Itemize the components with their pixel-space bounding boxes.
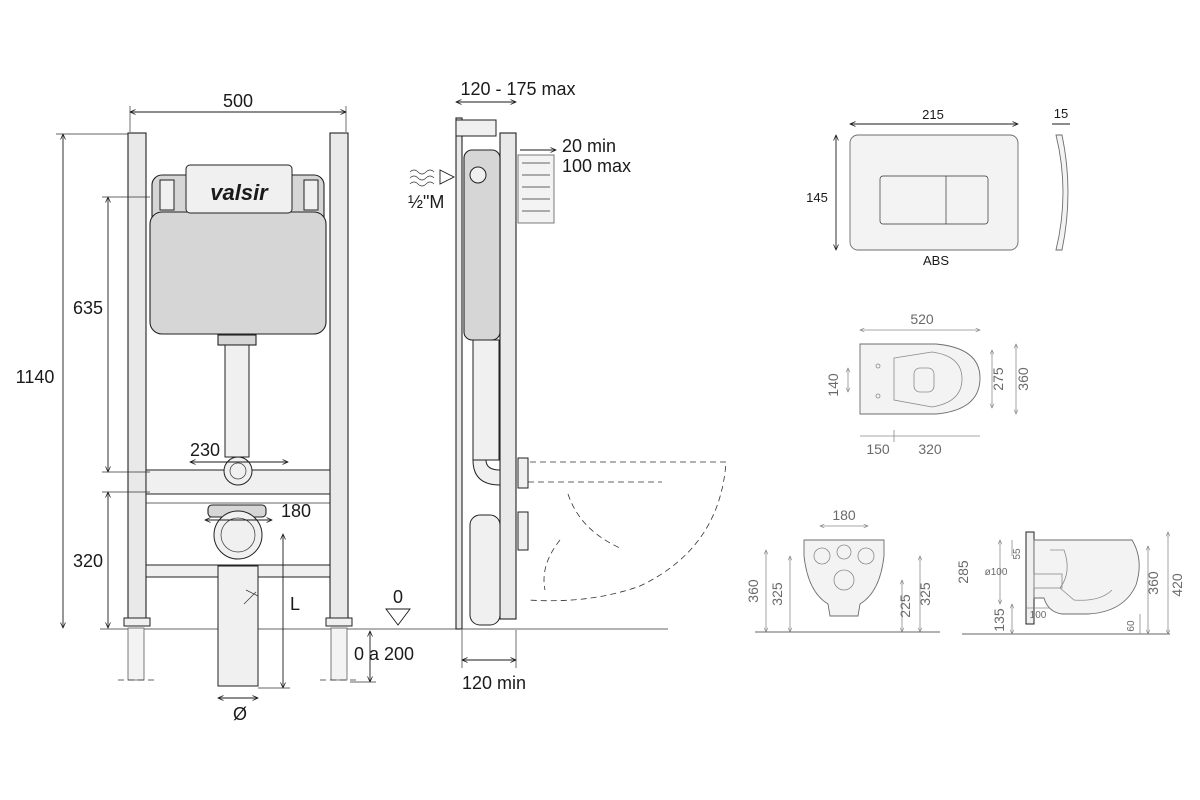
flush-button-frame (879, 175, 989, 225)
bowl-bolt-upper (517, 457, 529, 489)
dim-bowl-320-label: 320 (918, 441, 942, 457)
left-foot (123, 617, 151, 627)
bowl-bolt-lower (517, 511, 529, 551)
dim-bowl-front-360-label: 360 (745, 579, 761, 603)
dim-bowl-inlets-label: 180 (832, 507, 856, 523)
side-flush-pipe (472, 339, 500, 461)
dim-635-label: 635 (73, 298, 103, 318)
side-drain-pipe (469, 514, 501, 626)
dim-bowl-side-285-label: 285 (955, 560, 971, 584)
right-foot (325, 617, 353, 627)
bowl-front-inlet-right (857, 547, 875, 565)
right-leg-extension (330, 627, 348, 681)
dim-connector-min-label: 20 min (562, 136, 616, 156)
dim-connector-max-label: 100 max (562, 156, 631, 176)
wall-line (455, 117, 463, 630)
bowl-inner-dashed (528, 481, 662, 591)
side-frame-upright (499, 132, 517, 620)
dim-bowl-side-420-label: 420 (1169, 573, 1185, 597)
dim-bowl-side-60-label: 60 (1126, 620, 1137, 632)
inlet-label: ½"M (408, 192, 444, 212)
bowl-top-outline (859, 343, 981, 415)
dim-180-label: 180 (281, 501, 311, 521)
bowl-top-rim (893, 351, 963, 408)
side-flush-button-housing (517, 154, 555, 224)
floor-zero-label: 0 (393, 587, 403, 607)
bowl-front-inlet-left (813, 547, 831, 565)
dim-bowl-side-135-label: 135 (991, 608, 1007, 632)
dim-bowl-360-label: 360 (1015, 367, 1031, 391)
side-inlet-valve (469, 166, 487, 184)
front-view: valsir 500 1140 635 320 230 (16, 91, 440, 724)
drain-wrench-icon (243, 589, 259, 605)
dim-diameter-label: Ø (233, 704, 247, 724)
dim-bowl-side-pipe-label: ø100 (985, 567, 1008, 578)
side-flush-bend (472, 459, 501, 486)
brand-logo: valsir (210, 180, 269, 205)
dim-plate-width-label: 215 (922, 107, 944, 122)
dim-length-label: L (290, 594, 300, 614)
flush-plate-profile (1055, 134, 1069, 251)
dim-bowl-front-325-right-label: 325 (917, 582, 933, 606)
dim-plate-depth-label: 15 (1054, 106, 1068, 121)
dim-bowl-front-325-left-label: 325 (769, 582, 785, 606)
valsir-logo-plate (185, 164, 293, 214)
bowl-outline-dashed (520, 461, 727, 602)
bowl-side-view: 285 55 ø100 100 135 60 360 420 (955, 531, 1185, 634)
bowl-fix-hole-lower (875, 393, 881, 399)
inlet-arrow-icon (439, 169, 456, 185)
floor-level-marker-icon (385, 608, 411, 626)
bowl-side-outline (1033, 539, 1140, 615)
bowl-side-outlet-pipe (1033, 573, 1063, 589)
cistern-clip-left (159, 179, 175, 211)
cistern-clip-right (303, 179, 319, 211)
side-top-bracket (455, 119, 497, 137)
dim-320-label: 320 (73, 551, 103, 571)
dim-depth-label: 120 - 175 max (460, 79, 575, 99)
bowl-top-view: 520 140 275 360 150 320 (825, 311, 1031, 457)
bowl-front-outline (803, 539, 885, 617)
dim-bowl-front-225-label: 225 (897, 594, 913, 618)
left-leg-extension (127, 627, 145, 681)
dim-bowl-140-label: 140 (825, 373, 841, 397)
dim-plate-height-label: 145 (806, 190, 828, 205)
bowl-fix-hole-upper (875, 363, 881, 369)
dim-bowl-275-label: 275 (990, 367, 1006, 391)
bowl-drain-opening (913, 367, 935, 393)
flush-pipe (224, 344, 250, 458)
dim-width-label: 500 (223, 91, 253, 111)
water-inlet-icon (409, 169, 435, 187)
dim-230-label: 230 (190, 440, 220, 460)
dim-bowl-150-label: 150 (866, 441, 890, 457)
dim-total-height-label: 1140 (16, 367, 55, 387)
cistern-body (149, 211, 327, 335)
dim-floor-offset-label: 0 a 200 (354, 644, 414, 664)
bowl-front-view: 180 360 325 225 325 (745, 507, 940, 632)
dim-base-depth-label: 120 min (462, 673, 526, 693)
plate-material-label: ABS (923, 253, 949, 268)
dim-bowl-side-100-label: 100 (1030, 610, 1047, 621)
frame-right-upright (329, 132, 349, 620)
frame-left-upright (127, 132, 147, 620)
side-view: 120 - 175 max 20 min 100 max ½"M 120 min (408, 79, 727, 693)
bowl-front-drain (833, 569, 855, 591)
drain-pipe (217, 565, 259, 687)
dim-bowl-length-label: 520 (910, 311, 934, 327)
flush-plate (849, 134, 1019, 251)
flush-pipe-elbow (223, 456, 253, 486)
dim-bowl-side-360-label: 360 (1145, 571, 1161, 595)
flush-pipe-collar (217, 334, 257, 346)
bowl-front-inlet-center (836, 544, 852, 560)
flush-plate-view: 215 145 15 ABS (806, 106, 1070, 268)
dim-bowl-side-55-label: 55 (1012, 548, 1023, 560)
